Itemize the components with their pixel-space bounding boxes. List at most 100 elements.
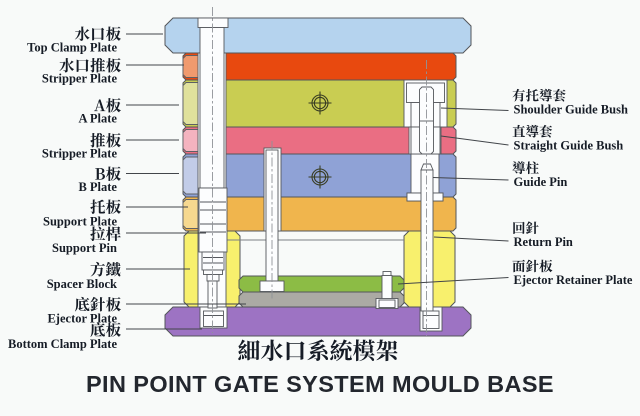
left-label-0: Top Clamp Plate	[27, 26, 121, 55]
right-label-0-zh	[512, 88, 566, 102]
retainer-bolt-shaft	[381, 275, 393, 300]
right-label-2: Guide Pin	[512, 161, 567, 189]
cjk-glyph	[105, 97, 121, 113]
tab-b-plate	[182, 156, 200, 195]
cjk-glyph	[90, 296, 106, 312]
cjk-glyph	[105, 322, 121, 337]
cjk-glyph	[90, 322, 105, 338]
cjk-glyph	[525, 88, 539, 102]
left-label-8-en: Ejector Plate	[47, 312, 117, 326]
support-pin-shaft	[199, 27, 225, 189]
right-label-4: Ejector Retainer Plate	[512, 259, 633, 287]
cjk-glyph	[90, 261, 106, 277]
support-pin-head	[197, 17, 229, 28]
cjk-glyph	[238, 339, 260, 361]
guide-pin-bolt-head	[422, 310, 440, 329]
cjk-glyph	[105, 199, 121, 214]
right-label-3-en: Return Pin	[514, 235, 573, 249]
support-pin	[197, 7, 229, 333]
cjk-glyph	[286, 341, 305, 361]
cjk-glyph	[376, 339, 398, 362]
plate-top-clamp	[164, 17, 472, 54]
right-label-3-zh	[513, 221, 539, 235]
cjk-glyph	[74, 296, 90, 312]
cjk-glyph	[353, 339, 375, 362]
cjk-glyph	[260, 339, 283, 362]
left-label-8-zh	[74, 296, 121, 312]
cjk-glyph	[105, 226, 121, 241]
left-label-8: Ejector Plate	[47, 296, 121, 326]
cjk-glyph	[525, 259, 539, 273]
left-label-5-zh	[90, 199, 121, 214]
support-pin-collar	[203, 269, 223, 275]
retainer-bolt	[375, 271, 399, 309]
right-label-0-en: Shoulder Guide Bush	[514, 103, 628, 117]
cjk-glyph	[330, 339, 352, 362]
cjk-glyph	[90, 199, 106, 214]
guide-assembly	[406, 60, 445, 336]
tab-stripper-top	[182, 55, 200, 78]
left-label-3-en: Stripper Plate	[42, 147, 118, 161]
figure-title: PIN POINT GATE SYSTEM MOULD BASE	[86, 339, 554, 397]
leader-right-1	[440, 135, 509, 146]
ejector-pin	[259, 141, 285, 299]
leader-right-0	[440, 107, 509, 111]
cjk-glyph	[512, 161, 526, 175]
cjk-glyph	[307, 339, 329, 362]
left-label-1: Stripper Plate	[42, 57, 121, 86]
left-label-5-en: Support Plate	[43, 215, 117, 229]
cjk-glyph	[512, 88, 525, 102]
cjk-glyph	[105, 57, 121, 73]
left-label-6-en: Support Pin	[52, 241, 117, 255]
right-label-3: Return Pin	[513, 221, 573, 249]
cjk-glyph	[105, 296, 121, 312]
left-label-3-zh	[90, 132, 121, 148]
cjk-glyph	[539, 88, 553, 102]
tab-stripper	[182, 129, 200, 152]
right-label-1-en: Straight Guide Bush	[514, 138, 624, 152]
support-pin-block	[198, 187, 228, 253]
support-pin-nub	[206, 274, 220, 282]
left-label-7: Spacer Block	[47, 261, 121, 291]
cjk-glyph	[512, 259, 526, 273]
right-label-1-zh	[512, 124, 553, 138]
left-label-7-en: Spacer Block	[47, 277, 117, 291]
left-label-9: Bottom Clamp Plate	[8, 322, 121, 351]
cjk-glyph	[552, 88, 566, 102]
left-labels: Top Clamp Plate Stripper Plate A Plate S…	[8, 26, 121, 351]
cjk-glyph	[539, 259, 553, 273]
leader-lines	[126, 33, 509, 330]
left-label-1-zh	[59, 57, 121, 73]
return-pin-tip	[420, 163, 434, 171]
retainer-bolt-head	[378, 299, 396, 308]
return-pin-shaft	[420, 169, 434, 312]
left-label-4: B Plate	[78, 166, 121, 194]
cjk-glyph	[90, 57, 106, 73]
left-label-2-zh	[94, 97, 121, 113]
left-label-4-zh	[95, 166, 121, 181]
cjk-glyph	[105, 132, 121, 148]
guide-pin-shaft	[419, 86, 434, 155]
tab-support	[182, 199, 200, 229]
left-label-7-zh	[90, 261, 121, 277]
right-label-2-en: Guide Pin	[514, 175, 568, 189]
support-pin-coupler	[201, 251, 225, 271]
cjk-glyph	[525, 124, 539, 138]
cjk-glyph	[76, 59, 89, 72]
cjk-glyph	[92, 27, 105, 41]
datum-crosshair-1	[308, 91, 332, 115]
left-label-6: Support Pin	[52, 226, 121, 255]
cjk-glyph	[90, 226, 106, 241]
cjk-glyph	[95, 168, 105, 180]
left-label-4-en: B Plate	[78, 180, 117, 194]
datum-crosshair-2	[308, 165, 332, 189]
right-label-4-zh	[512, 259, 553, 273]
retainer-bolt-tip	[382, 271, 392, 276]
right-label-0: Shoulder Guide Bush	[512, 88, 628, 117]
left-label-6-zh	[90, 226, 121, 241]
left-label-3: Stripper Plate	[42, 132, 121, 161]
left-label-0-zh	[74, 26, 121, 41]
plate-bottom-clamp	[164, 306, 472, 337]
